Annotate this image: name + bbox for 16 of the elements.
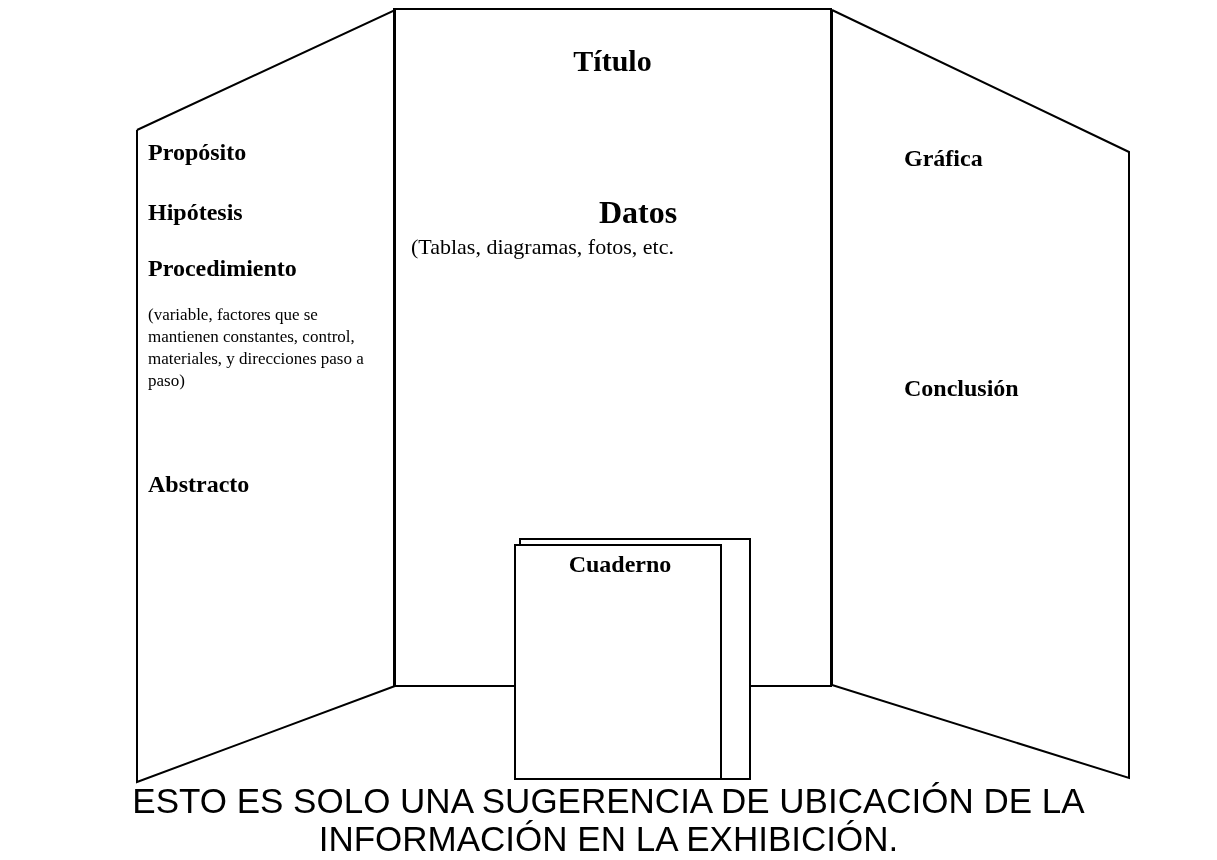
caption: ESTO ES SOLO UNA SUGERENCIA DE UBICACIÓN DE LA INFORMACIÓN EN LA EXHIBICIÓN. <box>131 782 1086 858</box>
section-heading: Gráfica <box>904 144 984 172</box>
section-heading: Conclusión <box>904 374 1020 402</box>
center-board-panel <box>393 8 832 687</box>
notebook <box>512 538 752 780</box>
section-heading: Hipótesis <box>148 198 244 226</box>
board-title: Título <box>572 44 653 78</box>
section-description: (variable, factores que se mantienen constantes, control, materiales, y direcciones paso a paso) <box>148 304 365 392</box>
section-heading: Abstracto <box>148 470 251 498</box>
section-heading: Procedimiento <box>148 254 298 282</box>
notebook-label: Cuaderno <box>567 550 673 578</box>
section-description: (Tablas, diagramas, fotos, etc. <box>411 233 675 261</box>
left-board-panel <box>135 8 397 784</box>
section-heading: Propósito <box>148 138 248 166</box>
right-board-panel <box>830 8 1131 780</box>
section-heading: Datos <box>597 194 679 230</box>
